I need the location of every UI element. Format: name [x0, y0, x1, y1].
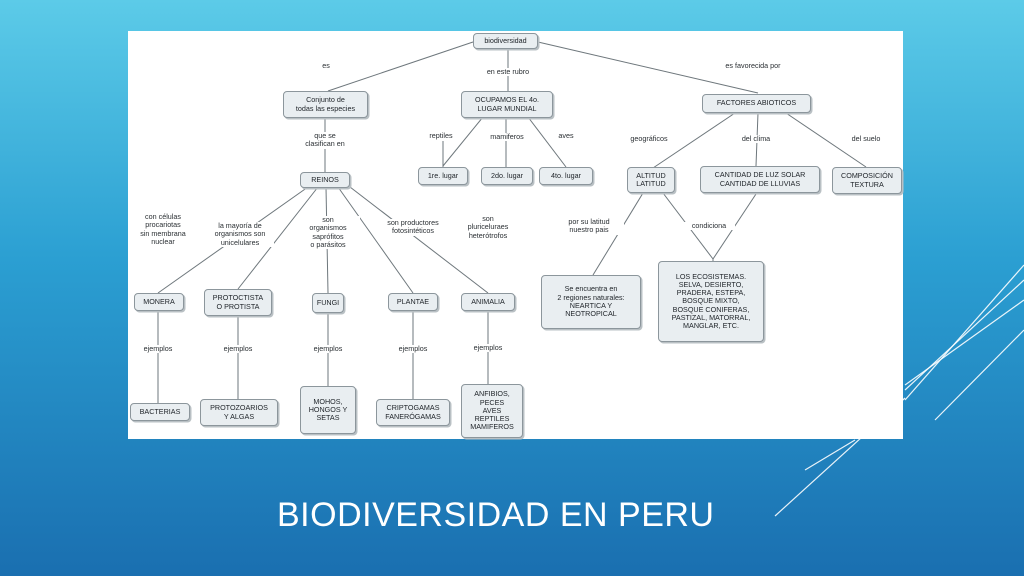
node-bacterias: BACTERIAS — [130, 403, 190, 421]
node-criptogamas: CRIPTOGAMAS FANERÓGAMAS — [376, 399, 450, 426]
link-label-del-clima: del clima — [733, 134, 779, 144]
link-label-ejemplos: ejemplos — [216, 344, 260, 354]
node-4to-lugar: 4to. lugar — [539, 167, 593, 185]
link-label-geograficos: geográficos — [622, 134, 676, 144]
link-label-reptiles: reptiles — [421, 131, 461, 141]
decor-line — [904, 264, 1024, 401]
node-1re-lugar: 1re. lugar — [418, 167, 468, 185]
node-anfibios-peces: ANFIBIOS, PECES AVES REPTILES MAMIFEROS — [461, 384, 523, 438]
link-label-condiciona: condiciona — [683, 221, 735, 231]
concept-map: es en este rubro es favorecida por que s… — [128, 31, 903, 439]
node-reinos: REINOS — [300, 172, 350, 188]
node-plantae: PLANTAE — [388, 293, 438, 311]
link-label-con-celulas: con células procariotas sin membrana nuc… — [130, 212, 196, 247]
connector — [327, 41, 474, 92]
link-label-ejemplos: ejemplos — [136, 344, 180, 354]
link-label-ejemplos: ejemplos — [306, 344, 350, 354]
link-label-mamiferos: mamiferos — [484, 132, 530, 142]
node-composicion-textura: COMPOSICIÓN TEXTURA — [832, 167, 902, 194]
link-label-son-pluricelulares: son pluriceluraes heterótrofos — [455, 214, 521, 240]
link-label-ejemplos: ejemplos — [391, 344, 435, 354]
node-regiones-naturales: Se encuentra en 2 regiones naturales: NE… — [541, 275, 641, 329]
node-fungi: FUNGI — [312, 293, 344, 313]
node-ecosistemas: LOS ECOSISTEMAS. SELVA, DESIERTO, PRADER… — [658, 261, 764, 342]
node-2do-lugar: 2do. lugar — [481, 167, 533, 185]
node-ocupamos-4o-lugar: OCUPAMOS EL 4o. LUGAR MUNDIAL — [461, 91, 553, 118]
link-label-que-se-clasifican: que se clasifican en — [295, 131, 355, 149]
node-biodiversidad: biodiversidad — [473, 33, 538, 49]
node-factores-abioticos: FACTORES ABIOTICOS — [702, 94, 811, 113]
link-label-es-favorecida-por: es favorecida por — [711, 61, 795, 71]
node-monera: MONERA — [134, 293, 184, 311]
link-label-en-este-rubro: en este rubro — [473, 67, 543, 77]
link-label-ejemplos: ejemplos — [466, 343, 510, 353]
connector — [237, 186, 319, 290]
link-label-es: es — [316, 61, 336, 71]
decor-line — [934, 329, 1024, 421]
connector — [782, 110, 867, 168]
connector — [337, 186, 414, 294]
connector — [537, 41, 759, 94]
link-label-son-saprofitos: son organismos saprófitos o parásitos — [296, 215, 360, 250]
decor-line — [904, 279, 1024, 391]
node-conjunto-especies: Conjunto de todas las especies — [283, 91, 368, 118]
node-mohos-hongos-setas: MOHOS, HONGOS Y SETAS — [300, 386, 356, 434]
connector — [349, 186, 489, 294]
link-label-por-su-latitud: por su latitud nuestro pais — [554, 217, 624, 235]
connector — [527, 116, 567, 168]
node-cantidad-luz-lluvias: CANTIDAD DE LUZ SOLAR CANTIDAD DE LLUVIA… — [700, 166, 820, 193]
node-altitud-latitud: ALTITUD LATITUD — [627, 167, 675, 193]
connector — [442, 116, 484, 167]
link-label-son-productores: son productores fotosintéticos — [376, 218, 450, 236]
link-label-aves: aves — [553, 131, 579, 141]
link-label-del-suelo: del suelo — [843, 134, 889, 144]
connector — [652, 110, 739, 169]
decor-line — [804, 439, 856, 471]
node-protoctista: PROTOCTISTA O PROTISTA — [204, 289, 272, 316]
link-label-la-mayoria: la mayoría de organismos son unicelulare… — [206, 221, 274, 247]
node-protozoarios-algas: PROTOZOARIOS Y ALGAS — [200, 399, 278, 426]
decor-line — [904, 299, 1024, 386]
node-animalia: ANIMALIA — [461, 293, 515, 311]
slide-title: BIODIVERSIDAD EN PERU — [277, 496, 715, 534]
